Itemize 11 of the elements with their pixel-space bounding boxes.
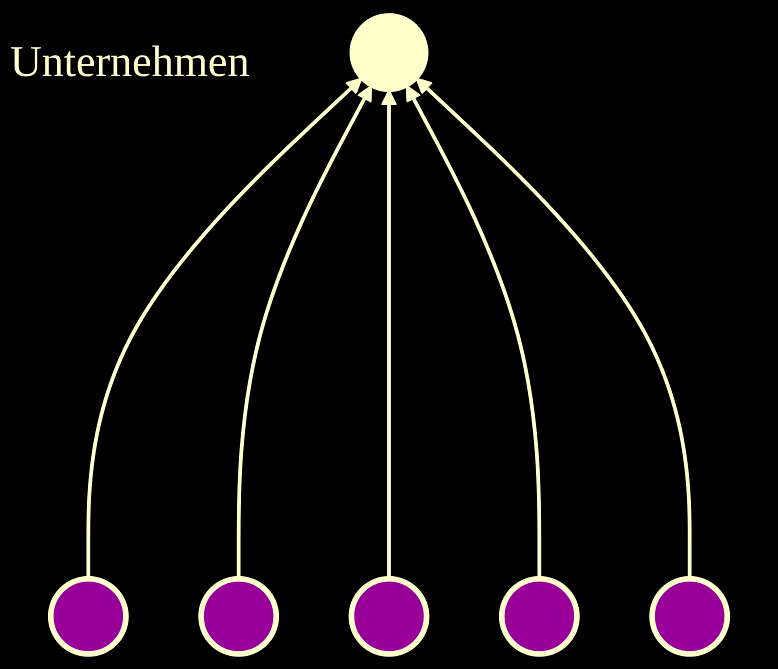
node-caption: Unternehmen xyxy=(10,36,250,87)
node-circle xyxy=(498,576,580,657)
node-circle xyxy=(649,576,730,657)
arrow xyxy=(236,85,372,579)
node-circle xyxy=(348,576,430,657)
arrow xyxy=(406,85,542,579)
arrow xyxy=(416,78,692,579)
node-circle xyxy=(198,576,280,657)
node-circle xyxy=(350,13,428,92)
arrow xyxy=(86,78,362,579)
node-circle xyxy=(48,576,129,657)
